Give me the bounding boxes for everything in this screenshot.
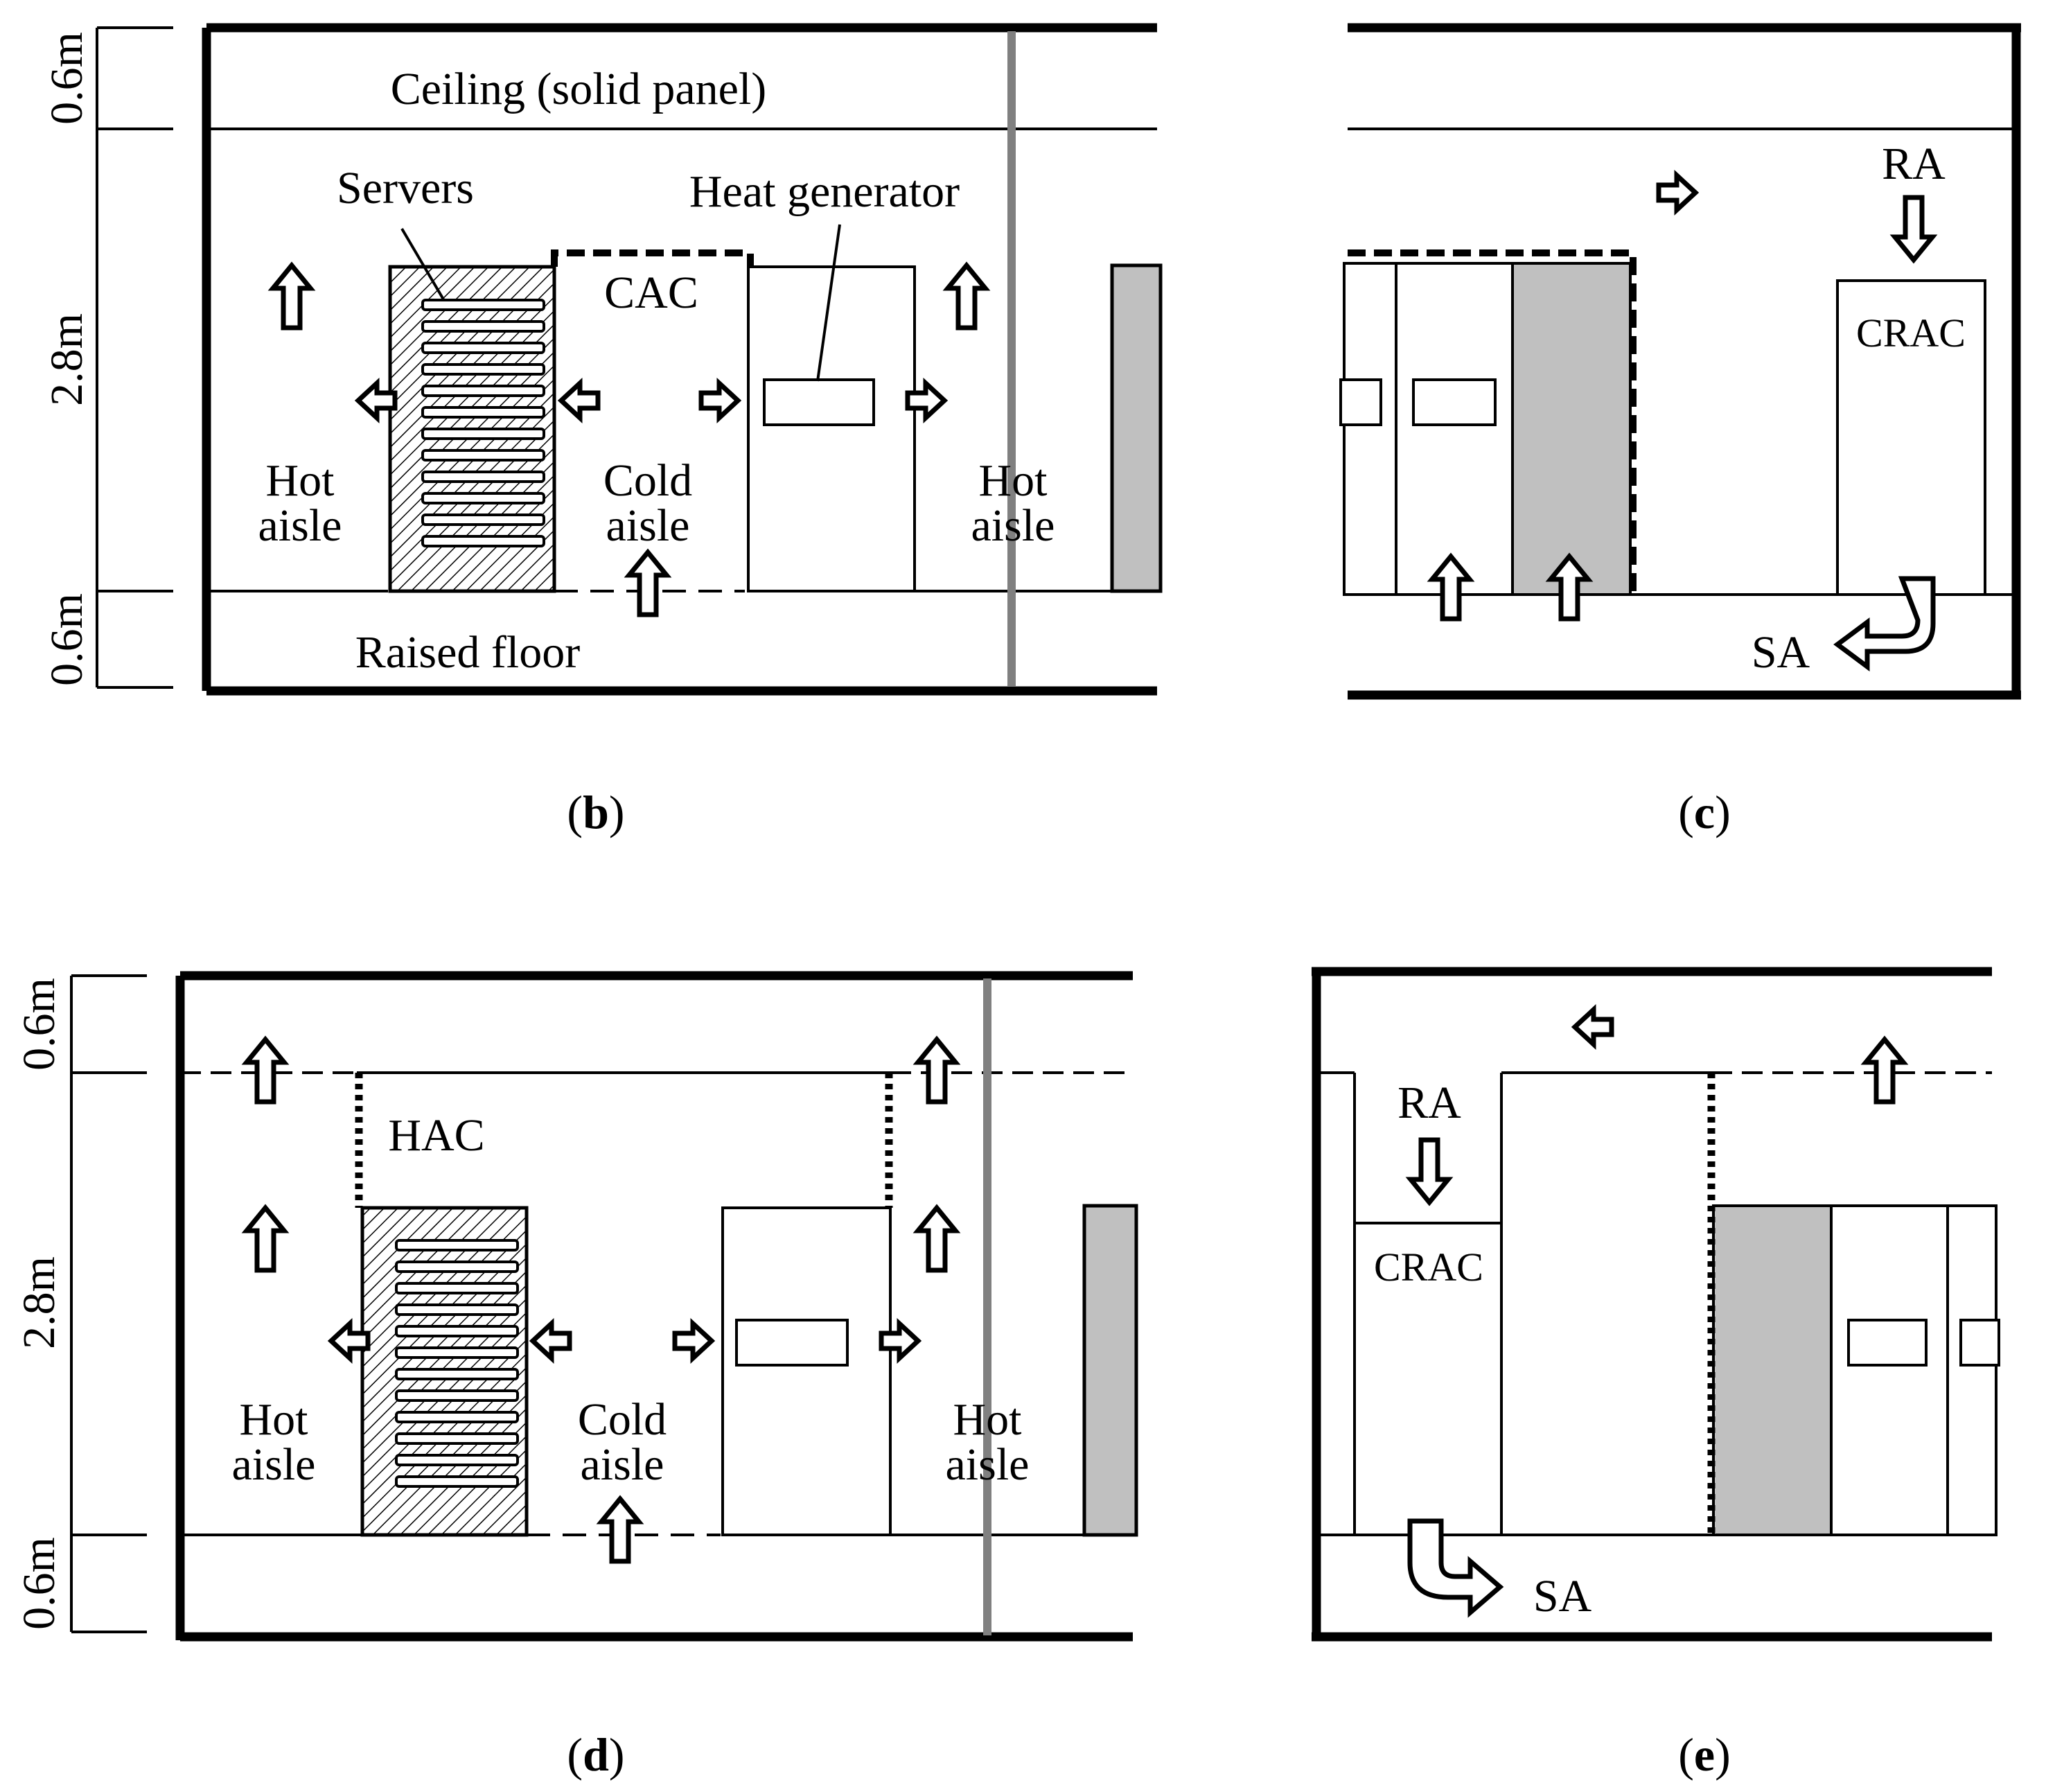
caption-b: (b) [567,786,624,838]
heat-generator-partial [1959,1319,2000,1367]
right-arrow-icon [675,1324,712,1358]
left-arrow-icon [1575,1010,1612,1044]
up-arrow-icon [247,1208,284,1270]
heat-generator [735,1319,849,1367]
dimension-bar-b [96,26,173,689]
ra-label: RA [1397,1078,1461,1128]
sa-label: SA [1752,627,1810,678]
cold-aisle-line1: Cold [578,1394,667,1445]
hot-aisle-right-line1: Hot [953,1394,1022,1445]
up-arrow-icon [918,1208,955,1270]
up-arrow-icon [273,265,310,328]
gray-rack-e [1712,1204,1833,1536]
dim-label-mid: 2.8m [14,1256,64,1349]
panel-c: CRAC RA SA (c) [1339,23,2021,838]
up-arrow-icon [247,1039,284,1102]
down-arrow-icon [1411,1140,1448,1202]
server-units [421,299,545,547]
hot-aisle-right-line2: aisle [946,1439,1030,1490]
up-arrow-icon [1866,1039,1903,1102]
crac-unit-e [1353,1222,1503,1536]
cold-aisle-line2: aisle [581,1439,664,1490]
cold-aisle-containment [551,249,754,267]
right-arrow-icon [1659,175,1695,210]
ceiling-label: Ceiling (solid panel) [391,64,767,114]
server-units [395,1239,519,1488]
heat-generator-label: Heat generator [689,166,960,217]
airflow-arrows-e [1407,1010,1903,1618]
caption-c: (c) [1678,786,1731,838]
down-arrow-icon [1895,197,1932,260]
dim-label-bot: 0.6m [42,593,92,686]
gray-rack-c [1511,262,1632,596]
heat-generator-leader [816,224,841,382]
raised-floor-label: Raised floor [355,627,580,678]
heat-generator-rack-c [1395,262,1514,596]
ra-label: RA [1882,139,1946,189]
airflow-arrows-c [1432,175,1936,671]
up-arrow-icon [918,1039,955,1102]
up-arrow-icon [948,265,985,328]
supply-air-arrow-icon [1407,1518,1504,1618]
hot-aisle-right-line1: Hot [979,455,1048,506]
servers-label: Servers [337,163,474,213]
hot-aisle-left-line1: Hot [266,455,335,506]
hot-aisle-right-line2: aisle [971,500,1055,551]
dim-label-bot: 0.6m [14,1537,64,1630]
left-arrow-icon [533,1324,570,1358]
panel-e: CRAC RA SA (e) [1312,967,2000,1781]
hot-aisle-left-line2: aisle [258,500,342,551]
panel-d: 0.6m 2.8m 0.6m [14,971,1138,1781]
adjacent-rack [1110,263,1163,593]
heat-generator-rack [721,1206,892,1536]
dim-label-top: 0.6m [14,978,64,1071]
crac-unit-c [1836,279,1986,596]
caption-d: (d) [567,1728,624,1781]
heat-generator-c [1412,378,1497,426]
hot-aisle-left-line1: Hot [240,1394,308,1445]
dim-label-mid: 2.8m [42,313,92,406]
cold-aisle-containment-c [1348,249,1637,595]
containment-label: CAC [604,267,698,318]
servers-leader [400,227,445,301]
crac-label: CRAC [1856,310,1966,355]
dim-label-top: 0.6m [42,32,92,125]
dimension-bar-d [70,974,147,1633]
partial-rack-e [1946,1204,1998,1536]
partial-rack-c [1343,262,1397,596]
adjacent-rack [1082,1204,1138,1537]
heat-generator-rack [747,265,916,592]
supply-air-arrow-icon [1833,576,1936,671]
right-arrow-icon [701,383,738,418]
heat-generator-e [1847,1319,1928,1367]
up-arrow-icon [629,552,667,615]
crac-label: CRAC [1374,1245,1483,1290]
heat-generator [763,378,875,426]
room-boundary-c [1348,23,2021,700]
containment-label: HAC [388,1110,484,1161]
cold-aisle-line1: Cold [603,455,692,506]
panel-b: 0.6m 2.8m 0.6m Ceiling (solid panel) [42,23,1163,838]
cold-aisle-line2: aisle [606,500,690,551]
up-arrow-icon [601,1499,639,1561]
heat-generator-rack-e [1830,1204,1949,1536]
hot-aisle-left-line2: aisle [232,1439,316,1490]
heat-generator-partial [1339,378,1382,426]
caption-e: (e) [1678,1728,1731,1781]
sa-label: SA [1533,1571,1592,1622]
left-arrow-icon [561,383,598,418]
